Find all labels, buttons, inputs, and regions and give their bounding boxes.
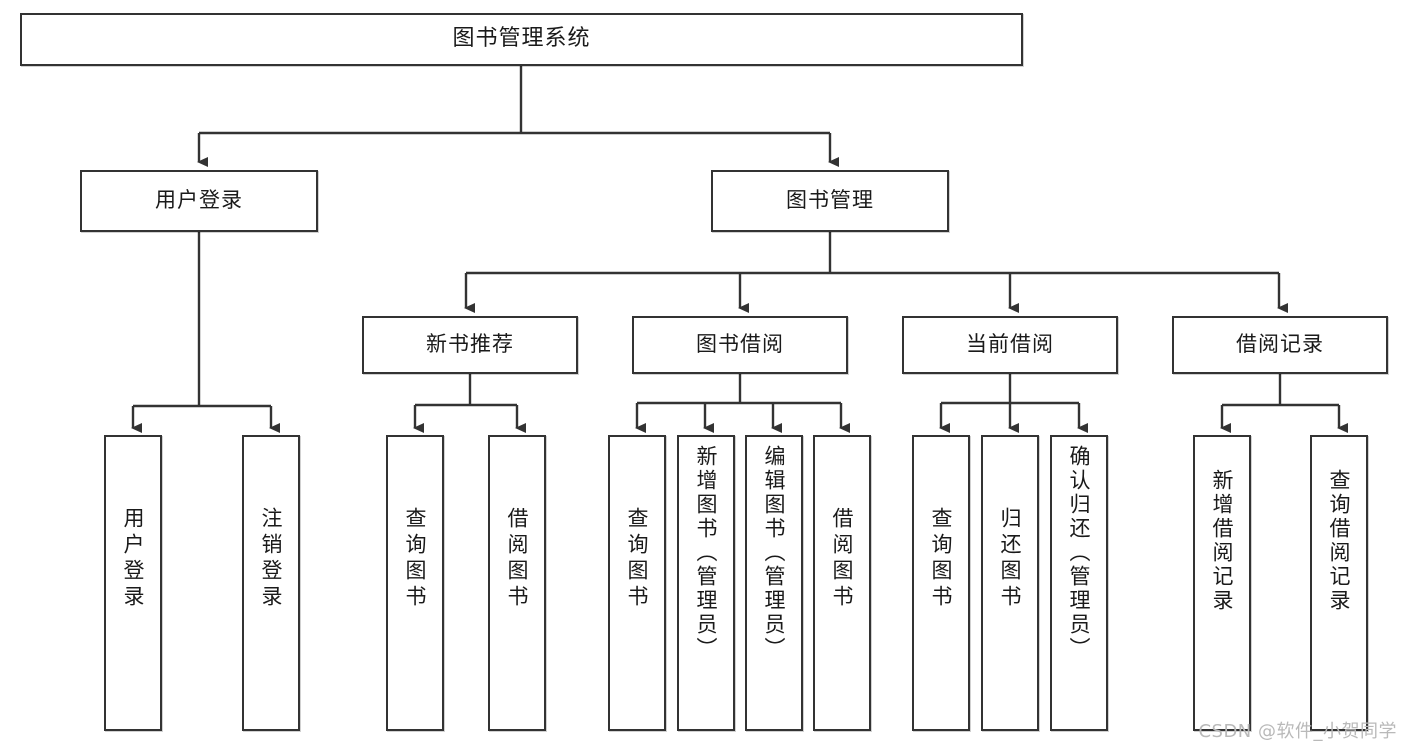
leaf-node-query-book-current[interactable]: 查询图书	[912, 435, 970, 731]
leaf-node-add-borrow-record[interactable]: 新增借阅记录	[1193, 435, 1251, 731]
node-label: 新书推荐	[426, 332, 514, 357]
node-label: 新增借阅记录	[1210, 469, 1235, 613]
node-label: 图书管理系统	[452, 26, 591, 52]
leaf-node-add-book[interactable]: 新增图书（管理员）	[677, 435, 735, 731]
leaf-node-edit-book[interactable]: 编辑图书（管理员）	[745, 435, 803, 731]
node-label: 查询图书	[403, 507, 428, 611]
leaf-node-return-book[interactable]: 归还图书	[981, 435, 1039, 731]
node-label: 查询图书	[625, 507, 650, 611]
node-label: 图书借阅	[696, 332, 784, 357]
leaf-node-borrow-book[interactable]: 借阅图书	[813, 435, 871, 731]
node-label: 查询图书	[929, 507, 954, 611]
node-new-book-recommend[interactable]: 新书推荐	[362, 316, 578, 374]
node-borrow-record[interactable]: 借阅记录	[1172, 316, 1388, 374]
node-label: 新增图书（管理员）	[694, 445, 719, 661]
node-label: 编辑图书（管理员）	[762, 445, 787, 661]
node-label: 查询借阅记录	[1327, 469, 1352, 613]
node-label: 用户登录	[155, 188, 243, 213]
node-user-login[interactable]: 用户登录	[80, 170, 318, 232]
node-current-borrow[interactable]: 当前借阅	[902, 316, 1118, 374]
node-label: 注销登录	[259, 507, 284, 611]
node-book-management-system[interactable]: 图书管理系统	[20, 13, 1023, 66]
node-label: 借阅记录	[1236, 332, 1324, 357]
leaf-node-query-borrow-record[interactable]: 查询借阅记录	[1310, 435, 1368, 731]
leaf-node-confirm-return[interactable]: 确认归还（管理员）	[1050, 435, 1108, 731]
watermark-text: CSDN @软件_小贺同学	[1198, 721, 1397, 742]
node-label: 用户登录	[121, 507, 146, 611]
node-book-management[interactable]: 图书管理	[711, 170, 949, 232]
leaf-node-logout-login[interactable]: 注销登录	[242, 435, 300, 731]
node-label: 图书管理	[786, 188, 874, 213]
node-book-borrow[interactable]: 图书借阅	[632, 316, 848, 374]
node-label: 确认归还（管理员）	[1067, 445, 1092, 661]
node-label: 归还图书	[998, 507, 1023, 611]
leaf-node-query-book-borrow[interactable]: 查询图书	[608, 435, 666, 731]
node-label: 借阅图书	[505, 507, 530, 611]
node-label: 当前借阅	[966, 332, 1054, 357]
leaf-node-borrow-book-recommend[interactable]: 借阅图书	[488, 435, 546, 731]
node-label: 借阅图书	[830, 507, 855, 611]
leaf-node-query-book-recommend[interactable]: 查询图书	[386, 435, 444, 731]
leaf-node-user-login[interactable]: 用户登录	[104, 435, 162, 731]
